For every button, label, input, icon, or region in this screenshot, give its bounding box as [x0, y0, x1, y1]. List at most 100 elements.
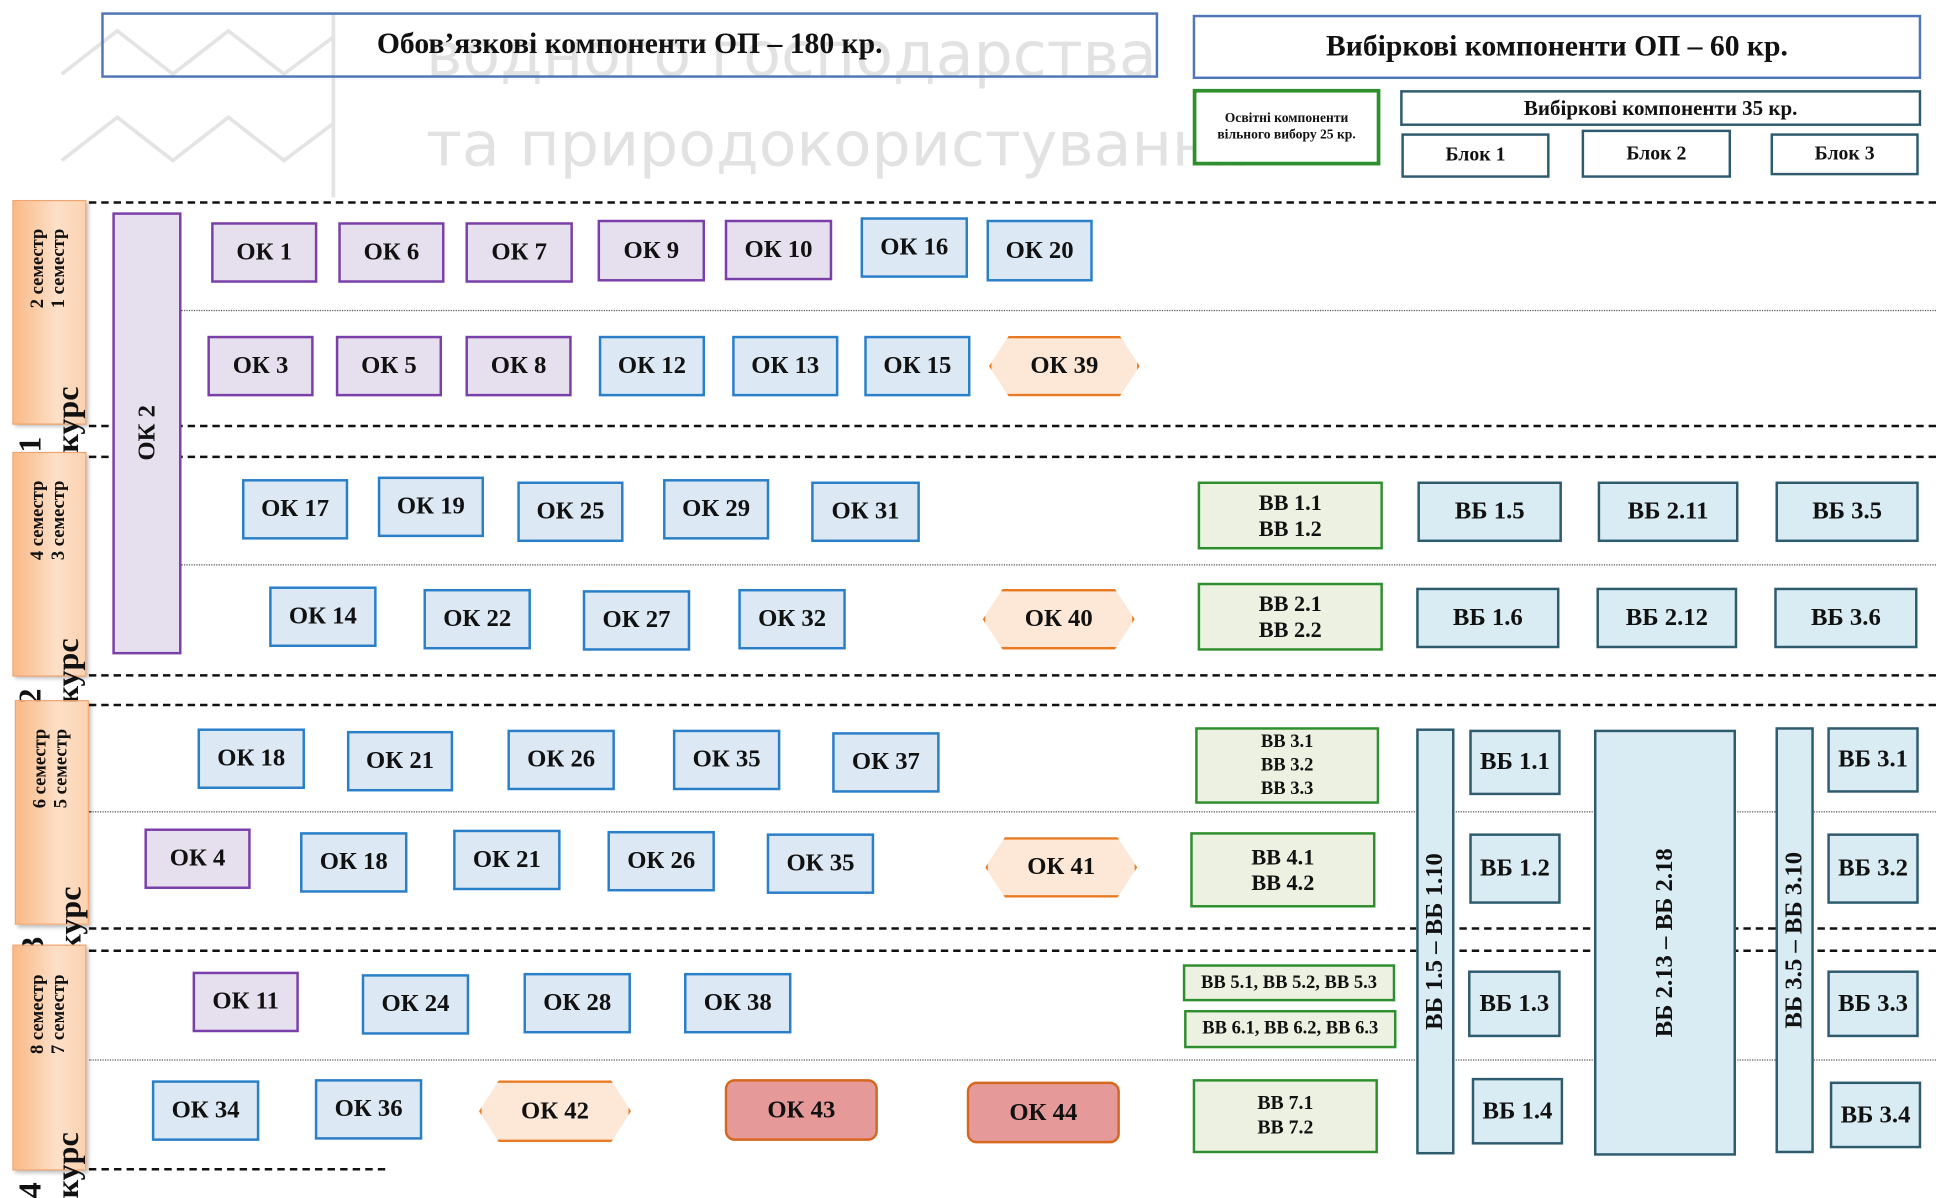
vb1-range-label: ВБ 1.5 – ВБ 1.10: [1421, 853, 1449, 1030]
elective-vb1-3: ВБ 1.3: [1468, 970, 1561, 1038]
block-2-header: Блок 2: [1581, 129, 1732, 178]
course-ok29: ОК 29: [663, 479, 770, 540]
divider-sem7-sem8: [88, 1059, 1936, 1061]
course-ok1: ОК 1: [211, 222, 318, 283]
elective-vb2-11: ВБ 2.11: [1597, 481, 1739, 543]
elective-vb1-5: ВБ 1.5: [1417, 481, 1562, 543]
semester-7-label: 7 семестр: [49, 973, 70, 1054]
course-ok22: ОК 22: [423, 588, 531, 650]
elective-vb1-4: ВБ 1.4: [1471, 1077, 1564, 1145]
free-choice-vv1: ВВ 1.1 ВВ 1.2: [1197, 481, 1383, 550]
free-choice-vv7: ВВ 7.1 ВВ 7.2: [1192, 1079, 1378, 1154]
course-ok42: ОК 42: [479, 1080, 631, 1142]
divider-sem3-sem4: [181, 564, 1936, 566]
elective-vb3-3: ВБ 3.3: [1827, 970, 1919, 1038]
divider-sem5-sem6: [88, 811, 1936, 813]
elective-vb2-12: ВБ 2.12: [1596, 587, 1738, 649]
semester-2-label: 2 семестр: [28, 228, 49, 309]
course-ok44: ОК 44: [966, 1081, 1120, 1144]
course-ok24: ОК 24: [361, 974, 470, 1035]
divider-course3-top: [88, 703, 1936, 707]
divider-course2-top: [88, 455, 1936, 459]
elective-vb1-1: ВБ 1.1: [1469, 729, 1561, 796]
course-3-tab: 3 курс 6 семестр 5 семестр: [14, 700, 89, 953]
course-ok36: ОК 36: [314, 1079, 423, 1140]
course-4-tab: 4 курс 8 семестр 7 семестр: [12, 944, 87, 1198]
semester-8-label: 8 семестр: [28, 973, 49, 1054]
elective-vb3-2: ВБ 3.2: [1827, 833, 1919, 904]
elective-vb1-range: ВБ 1.5 – ВБ 1.10: [1416, 728, 1455, 1155]
course-ok32: ОК 32: [738, 588, 846, 650]
course-ok8: ОК 8: [465, 335, 572, 397]
course-ok4: ОК 4: [144, 828, 251, 889]
watermark-line1: водного господарства: [425, 18, 1157, 91]
course-ok39: ОК 39: [989, 336, 1140, 397]
semester-3-label: 3 семестр: [49, 480, 70, 560]
elective-vb1-6: ВБ 1.6: [1416, 587, 1560, 649]
course-ok6: ОК 6: [338, 222, 445, 283]
course-ok31: ОК 31: [811, 481, 920, 543]
elective-components-header: Вибіркові компоненти ОП – 60 кр.: [1192, 14, 1922, 80]
course-ok26: ОК 26: [507, 729, 615, 791]
course-ok3: ОК 3: [207, 335, 314, 397]
semester-4-label: 4 семестр: [28, 480, 49, 560]
course-ok38: ОК 38: [684, 972, 792, 1034]
ok2-spanning-box: ОК 2: [112, 212, 182, 655]
free-choice-vv4: ВВ 4.1 ВВ 4.2: [1190, 832, 1376, 908]
elective-block-header: Вибіркові компоненти 35 кр.: [1400, 90, 1922, 126]
semester-1-label: 1 семестр: [49, 228, 70, 309]
course-ok21: ОК 21: [346, 730, 454, 792]
course-ok15: ОК 15: [864, 335, 971, 397]
course-ok35-sem6: ОК 35: [766, 833, 875, 894]
elective-vb3-5: ВБ 3.5: [1775, 481, 1919, 543]
course-ok21-sem6: ОК 21: [453, 829, 561, 891]
semester-5-label: 5 семестр: [51, 728, 72, 809]
course-4-label: 4 курс: [12, 1131, 86, 1198]
course-ok17: ОК 17: [242, 479, 349, 540]
elective-vb3-4: ВБ 3.4: [1829, 1081, 1922, 1149]
elective-vb1-2: ВБ 1.2: [1469, 833, 1561, 904]
vb2-range-label: ВБ 2.13 – ВБ 2.18: [1650, 848, 1678, 1038]
divider-sem1-sem2: [181, 309, 1936, 312]
block-3-header: Блок 3: [1770, 133, 1919, 176]
mandatory-components-header: Обов’язкові компоненти ОП – 180 кр.: [101, 12, 1159, 78]
divider-course4-bottom: [88, 1168, 386, 1171]
ok2-label: ОК 2: [132, 405, 160, 462]
divider-course1-top: [88, 201, 1936, 204]
course-ok18-sem6: ОК 18: [300, 832, 408, 893]
semester-6-label: 6 семестр: [30, 728, 51, 809]
elective-vb3-6: ВБ 3.6: [1774, 587, 1918, 649]
course-ok41: ОК 41: [985, 837, 1137, 898]
vb3-range-label: ВБ 3.5 – ВБ 3.10: [1780, 851, 1808, 1029]
course-ok37: ОК 37: [832, 732, 940, 793]
course-1-tab: 1 курс 2 семестр 1 семестр: [12, 200, 87, 453]
free-choice-header: Освітні компоненти вільного вибору 25 кр…: [1192, 88, 1381, 166]
free-choice-vv5: ВВ 5.1, ВВ 5.2, ВВ 5.3: [1182, 964, 1396, 1002]
course-ok19: ОК 19: [377, 476, 485, 538]
divider-course2-bottom: [88, 674, 1936, 677]
course-ok18: ОК 18: [197, 728, 305, 789]
course-ok43: ОК 43: [724, 1079, 878, 1141]
course-ok11: ОК 11: [192, 971, 299, 1033]
elective-vb2-range: ВБ 2.13 – ВБ 2.18: [1593, 729, 1736, 1156]
divider-course4-top: [88, 949, 1936, 952]
free-choice-vv2: ВВ 2.1 ВВ 2.2: [1197, 582, 1383, 651]
course-ok20: ОК 20: [986, 219, 1093, 282]
course-2-tab: 2 курс 4 семестр 3 семестр: [12, 451, 87, 705]
divider-course3-bottom: [88, 927, 1936, 930]
watermark-logo: [60, 12, 336, 198]
course-ok26-sem6: ОК 26: [607, 830, 715, 892]
elective-vb3-range: ВБ 3.5 – ВБ 3.10: [1775, 727, 1814, 1154]
free-choice-vv3: ВВ 3.1 ВВ 3.2 ВВ 3.3: [1195, 727, 1380, 804]
course-ok9: ОК 9: [597, 219, 706, 282]
course-ok25: ОК 25: [517, 481, 624, 543]
block-1-header: Блок 1: [1401, 133, 1550, 178]
course-ok16: ОК 16: [860, 217, 969, 278]
course-ok5: ОК 5: [335, 335, 443, 397]
course-ok34: ОК 34: [151, 1080, 260, 1141]
course-ok35: ОК 35: [672, 729, 781, 791]
course-ok28: ОК 28: [523, 972, 631, 1034]
course-ok12: ОК 12: [598, 335, 706, 397]
course-ok7: ОК 7: [465, 222, 573, 283]
divider-course1-bottom: [88, 424, 1936, 428]
